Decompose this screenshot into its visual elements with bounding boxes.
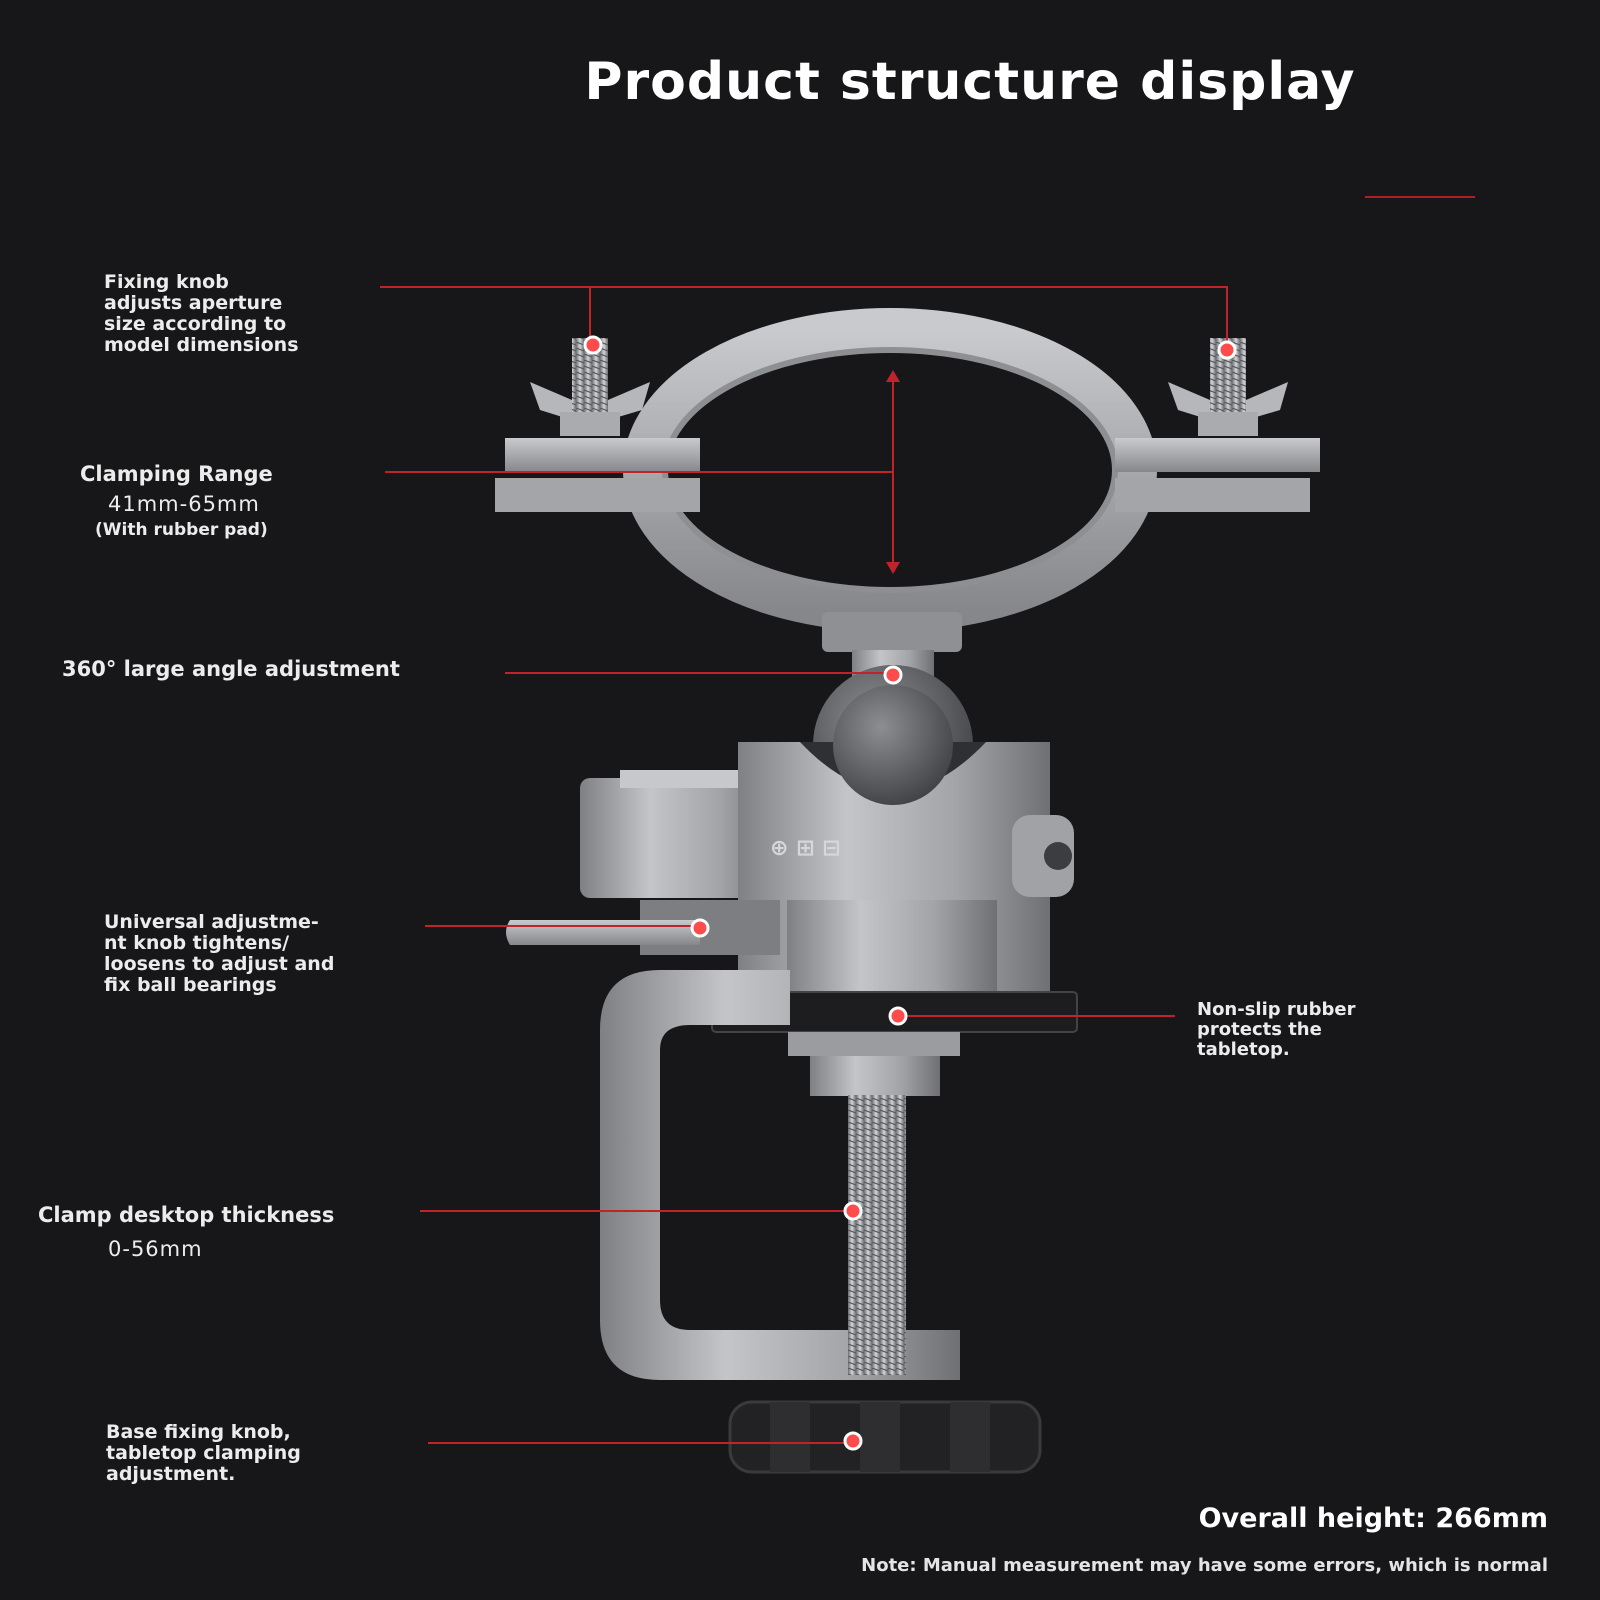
marker-dot xyxy=(843,1431,863,1451)
wing-nut-left xyxy=(530,338,650,436)
measurement-note: Note: Manual measurement may have some e… xyxy=(861,1555,1548,1576)
callout-rubber: Non-slip rubber protects the tabletop. xyxy=(1197,1000,1355,1060)
screw-spindle xyxy=(848,1095,906,1375)
svg-text:⊕ ⊞ ⊟: ⊕ ⊞ ⊟ xyxy=(770,836,841,861)
callout-value: 41mm-65mm xyxy=(108,492,260,516)
base-knob xyxy=(728,1400,1042,1474)
callout-line: Non-slip rubber xyxy=(1197,999,1356,1020)
callout-line: tabletop clamping xyxy=(106,1442,301,1464)
adjustment-knob xyxy=(506,900,780,955)
callout-universal-knob: Universal adjustme- nt knob tightens/ lo… xyxy=(104,912,334,996)
callout-line: adjustment. xyxy=(106,1463,236,1485)
callout-line: model dimensions xyxy=(104,334,299,356)
callout-value: 0-56mm xyxy=(108,1237,203,1261)
arrowheads xyxy=(886,370,900,574)
ring-clamp xyxy=(495,308,1320,632)
callout-line: Universal adjustme- xyxy=(104,911,319,933)
page-title: Product structure display xyxy=(584,52,1356,112)
callout-heading: Clamping Range xyxy=(80,462,273,486)
marker-dot xyxy=(883,665,903,685)
callout-line: fix ball bearings xyxy=(104,974,277,996)
callout-line: tabletop. xyxy=(1197,1039,1290,1060)
callout-line: 360° large angle adjustment xyxy=(62,657,400,681)
callout-line: protects the xyxy=(1197,1019,1322,1040)
marker-dot xyxy=(888,1006,908,1026)
callout-line: Fixing knob xyxy=(104,271,229,293)
callout-angle: 360° large angle adjustment xyxy=(62,659,400,680)
c-clamp xyxy=(600,970,960,1380)
marker-dot xyxy=(1217,340,1237,360)
callout-note: (With rubber pad) xyxy=(95,520,268,540)
accent-line xyxy=(1365,196,1475,198)
callout-line: adjusts aperture xyxy=(104,292,283,314)
marker-dot xyxy=(690,918,710,938)
wing-nut-right xyxy=(1168,338,1288,436)
marker-dot xyxy=(843,1201,863,1221)
overall-height: Overall height: 266mm xyxy=(1198,1503,1548,1534)
callout-clamping-range: Clamping Range 41mm-65mm (With rubber pa… xyxy=(80,459,273,541)
callout-base-knob: Base fixing knob, tabletop clamping adju… xyxy=(106,1422,301,1485)
callout-clamp-thickness: Clamp desktop thickness 0-56mm xyxy=(38,1198,334,1266)
callout-line: Base fixing knob, xyxy=(106,1421,291,1443)
marker-dot xyxy=(583,335,603,355)
callout-fixing-knob: Fixing knob adjusts aperture size accord… xyxy=(104,272,299,356)
markers xyxy=(583,335,1237,1451)
callout-line: size according to xyxy=(104,313,287,335)
leader-lines xyxy=(380,286,1228,1444)
callout-heading: Clamp desktop thickness xyxy=(38,1203,335,1227)
callout-line: loosens to adjust and xyxy=(104,953,335,975)
callout-line: nt knob tightens/ xyxy=(104,932,290,954)
